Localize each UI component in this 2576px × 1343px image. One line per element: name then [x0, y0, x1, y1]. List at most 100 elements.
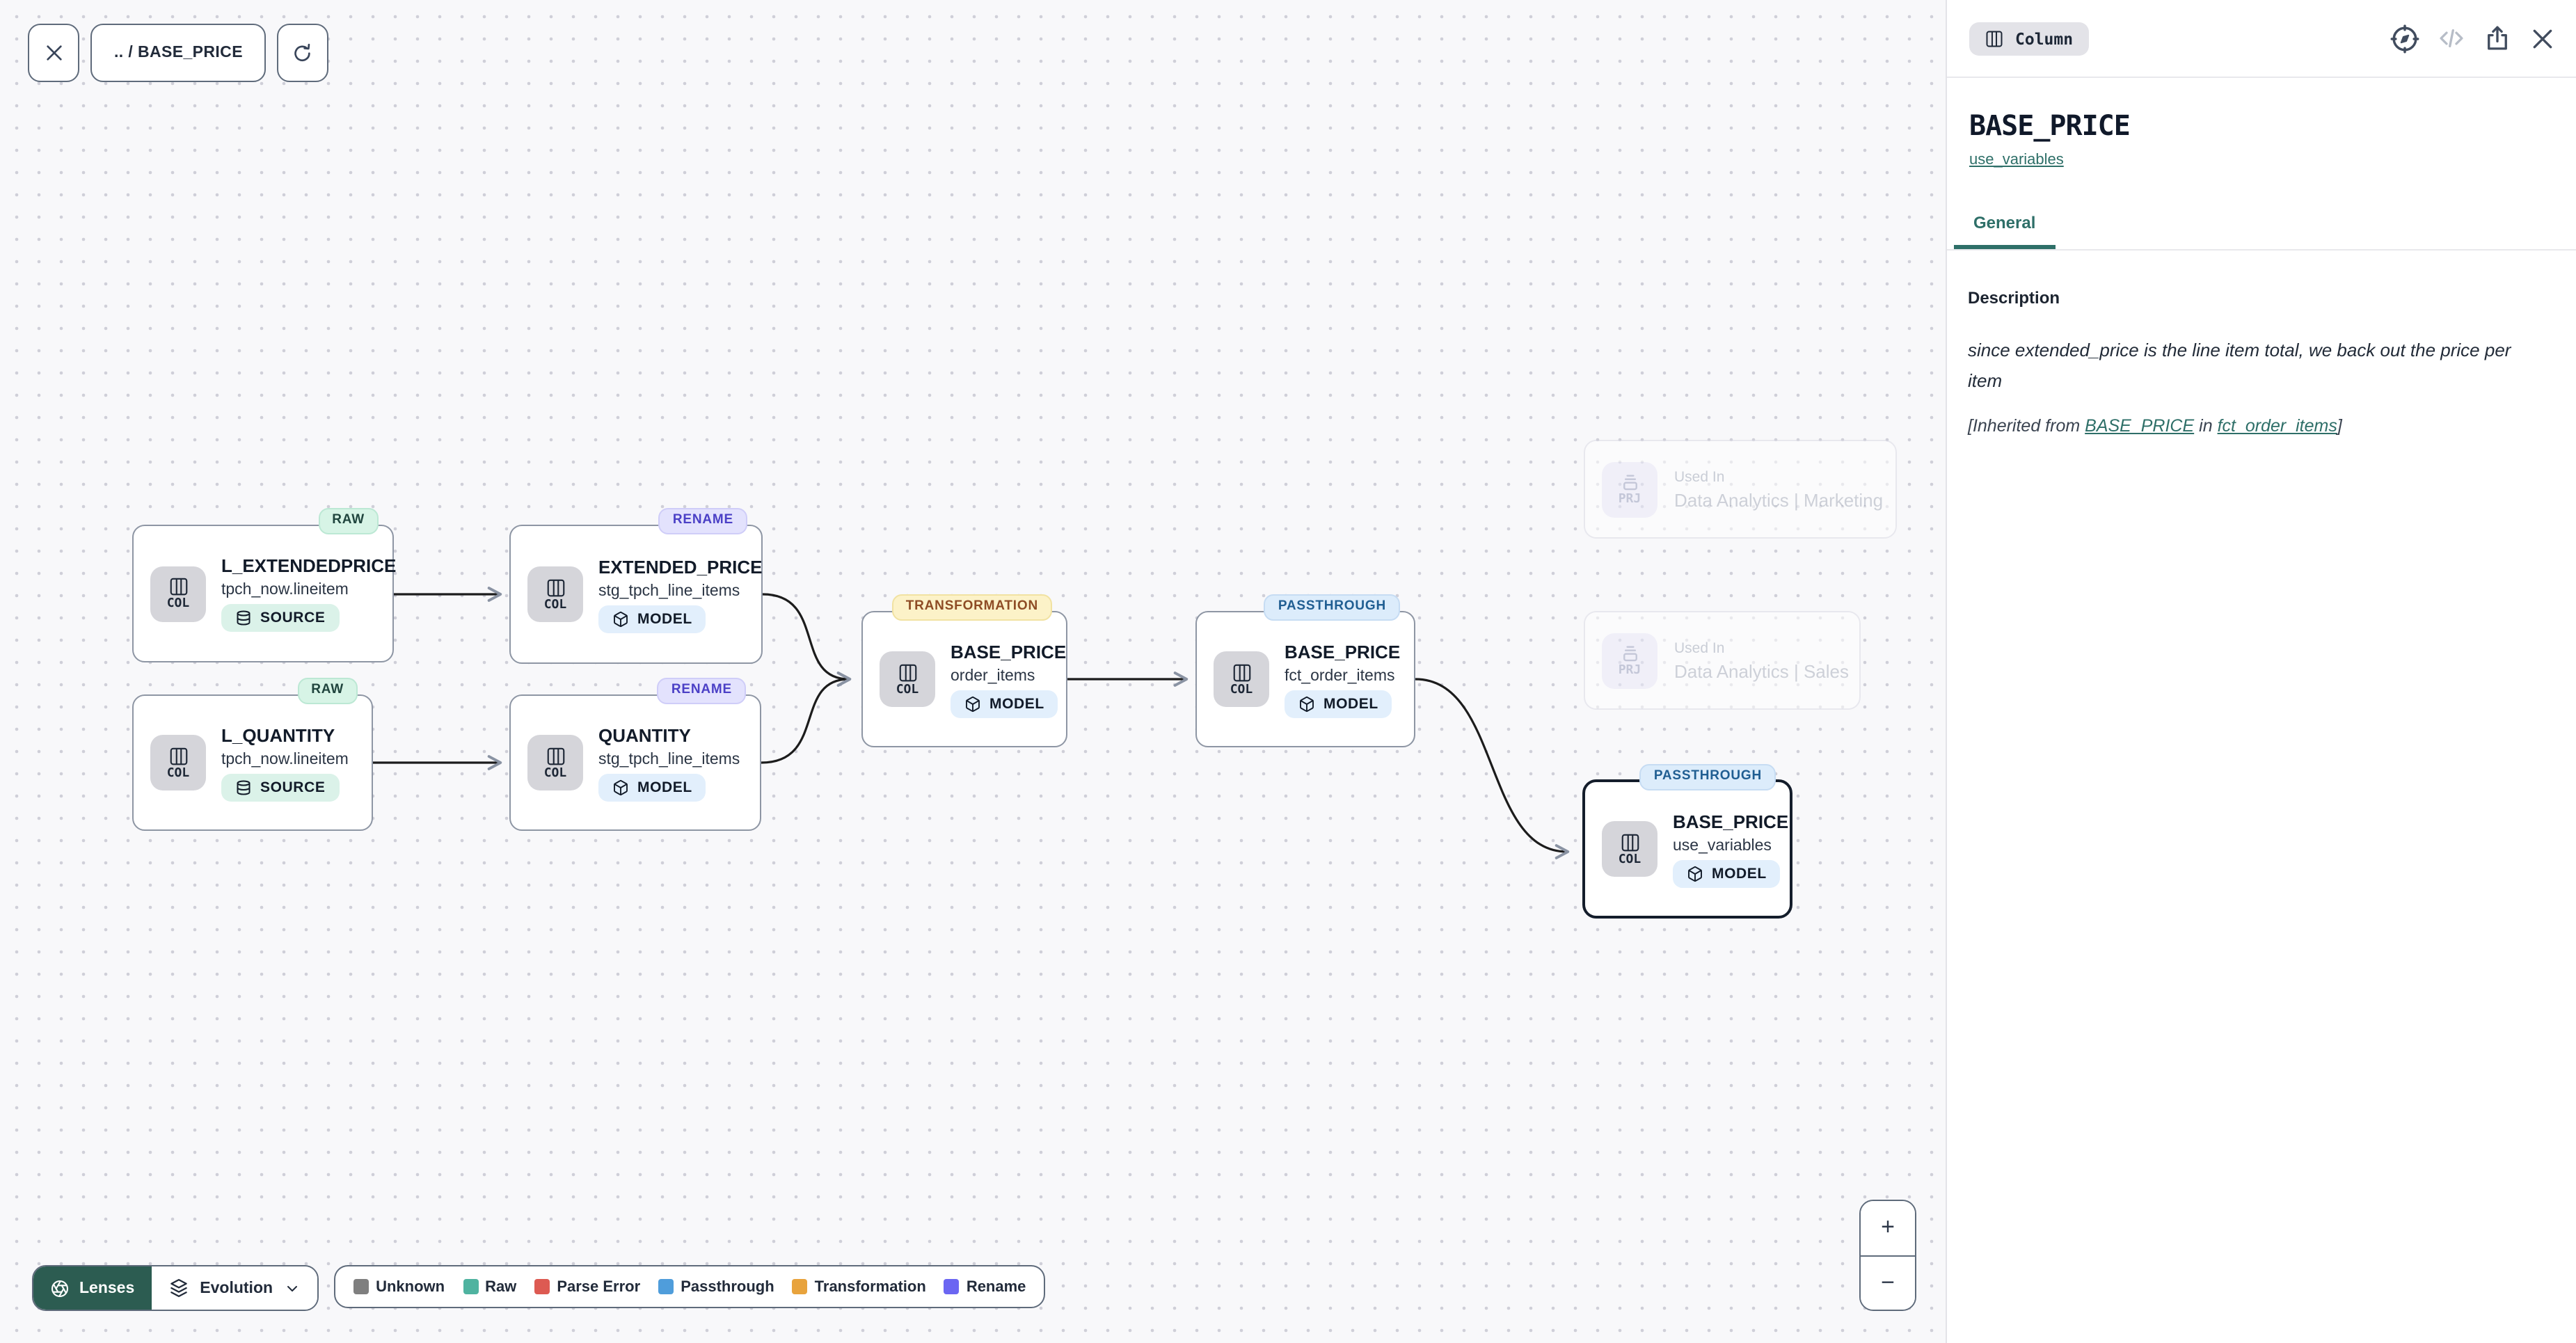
columns-icon: [1985, 29, 2004, 48]
legend-item: Raw: [463, 1278, 516, 1295]
panel-tabs: General: [1947, 202, 2576, 251]
model-link[interactable]: use_variables: [1969, 152, 2064, 168]
legend-item: Passthrough: [658, 1278, 774, 1295]
lens-control: Lenses Evolution: [32, 1265, 319, 1311]
columns-icon: [1619, 832, 1640, 852]
close-panel-button[interactable]: [2529, 24, 2557, 52]
lineage-canvas[interactable]: .. / BASE_PRICE RAW COL L_EXTENDEDPRICE …: [0, 0, 1946, 1343]
close-icon: [2529, 24, 2557, 52]
node-type-badge: MODEL: [951, 690, 1058, 717]
model-cube-icon: [1687, 865, 1703, 882]
legend-swatch: [353, 1279, 369, 1294]
share-button[interactable]: [2483, 24, 2512, 53]
model-cube-icon: [612, 610, 629, 627]
column-chip: COL: [527, 566, 583, 622]
layers-icon: [168, 1278, 189, 1298]
status-badge: RENAME: [659, 508, 747, 534]
columns-icon: [545, 745, 566, 766]
inherited-middle: in: [2194, 416, 2217, 436]
node-type-badge: MODEL: [598, 773, 706, 801]
status-badge: TRANSFORMATION: [892, 594, 1052, 620]
columns-icon: [545, 577, 566, 598]
edge: [1415, 679, 1567, 852]
compass-button[interactable]: [2390, 23, 2420, 54]
legend-swatch: [463, 1279, 478, 1294]
close-icon: [42, 42, 65, 64]
chip-label: COL: [1230, 684, 1253, 697]
used-in-node-marketing[interactable]: PRJ Used In Data Analytics | Marketing: [1584, 440, 1897, 539]
column-chip: COL: [150, 566, 206, 621]
project-chip: PRJ: [1602, 461, 1657, 517]
description-label: Description: [1968, 288, 2555, 308]
legend-item: Rename: [944, 1278, 1026, 1295]
model-cube-icon: [612, 779, 629, 795]
lineage-node-l-extendedprice[interactable]: RAW COL L_EXTENDEDPRICE tpch_now.lineite…: [132, 525, 394, 662]
node-subtitle: fct_order_items: [1285, 667, 1395, 684]
node-type-badge: MODEL: [1285, 690, 1392, 717]
status-badge: PASSTHROUGH: [1640, 764, 1776, 790]
node-subtitle: stg_tpch_line_items: [598, 582, 740, 599]
lineage-node-quantity[interactable]: RENAME COL QUANTITY stg_tpch_line_items …: [509, 694, 761, 831]
lineage-node-l-quantity[interactable]: RAW COL L_QUANTITY tpch_now.lineitem SOU…: [132, 694, 373, 831]
legend-item: Parse Error: [534, 1278, 640, 1295]
lens-selector-dropdown[interactable]: Evolution: [151, 1266, 317, 1310]
chip-label: PRJ: [1619, 494, 1641, 507]
node-type-badge: MODEL: [1673, 859, 1781, 887]
chip-label: COL: [167, 768, 190, 780]
close-lineage-button[interactable]: [28, 24, 79, 82]
database-icon: [235, 610, 252, 626]
node-subtitle: tpch_now.lineitem: [221, 751, 349, 768]
lineage-node-base-price-fct-order-items[interactable]: PASSTHROUGH COL BASE_PRICE fct_order_ite…: [1195, 611, 1415, 747]
node-subtitle: use_variables: [1673, 837, 1772, 854]
chip-label: COL: [167, 598, 190, 611]
inherited-model-link[interactable]: fct_order_items: [2218, 416, 2337, 436]
columns-icon: [1231, 662, 1252, 683]
used-in-name: Data Analytics | Sales: [1674, 660, 1849, 681]
chip-label: COL: [544, 599, 567, 612]
zoom-out-button[interactable]: −: [1861, 1256, 1915, 1310]
chip-label: PRJ: [1619, 665, 1641, 678]
node-type-badge: MODEL: [598, 605, 706, 633]
node-subtitle: stg_tpch_line_items: [598, 751, 740, 768]
legend-swatch: [944, 1279, 960, 1294]
legend-swatch: [534, 1279, 550, 1294]
model-cube-icon: [1298, 695, 1315, 712]
node-title: L_QUANTITY: [221, 724, 335, 745]
legend-swatch: [793, 1279, 808, 1294]
columns-icon: [897, 662, 918, 683]
refresh-button[interactable]: [278, 24, 329, 82]
zoom-control: + −: [1859, 1200, 1916, 1311]
node-title: EXTENDED_PRICE: [598, 556, 763, 577]
lenses-button[interactable]: Lenses: [33, 1266, 151, 1310]
lineage-node-extended-price[interactable]: RENAME COL EXTENDED_PRICE stg_tpch_line_…: [509, 525, 763, 664]
inherited-column-link[interactable]: BASE_PRICE: [2085, 416, 2194, 436]
lens-legend: Unknown Raw Parse Error Passthrough Tran…: [334, 1265, 1045, 1308]
edge: [763, 594, 849, 679]
panel-header: Column: [1947, 0, 2576, 78]
chip-label: COL: [1619, 854, 1641, 866]
lineage-node-base-price-use-variables[interactable]: PASSTHROUGH COL BASE_PRICE use_variables…: [1582, 779, 1792, 919]
column-chip: COL: [1214, 651, 1269, 707]
aperture-icon: [50, 1278, 70, 1298]
view-code-button[interactable]: [2437, 24, 2466, 53]
zoom-in-button[interactable]: +: [1861, 1201, 1915, 1256]
inherited-suffix: ]: [2337, 416, 2342, 436]
column-chip: COL: [527, 735, 583, 790]
column-chip: COL: [880, 651, 935, 707]
lineage-node-base-price-order-items[interactable]: TRANSFORMATION COL BASE_PRICE order_item…: [861, 611, 1067, 747]
used-in-name: Data Analytics | Marketing: [1674, 489, 1883, 510]
share-icon: [2483, 24, 2512, 53]
inherited-prefix: [Inherited from: [1968, 416, 2085, 436]
columns-icon: [168, 745, 189, 766]
tab-general[interactable]: General: [1954, 202, 2055, 249]
column-chip: COL: [150, 735, 206, 790]
breadcrumb[interactable]: .. / BASE_PRICE: [90, 24, 267, 82]
status-badge: RAW: [297, 678, 358, 704]
node-type-badge: SOURCE: [221, 773, 339, 801]
column-chip: COL: [1602, 821, 1657, 877]
used-in-node-sales[interactable]: PRJ Used In Data Analytics | Sales: [1584, 611, 1861, 710]
database-icon: [235, 779, 252, 795]
detail-panel: Column BASE_PRICE use_variables Gener: [1947, 0, 2576, 1343]
chip-label: COL: [896, 684, 919, 697]
